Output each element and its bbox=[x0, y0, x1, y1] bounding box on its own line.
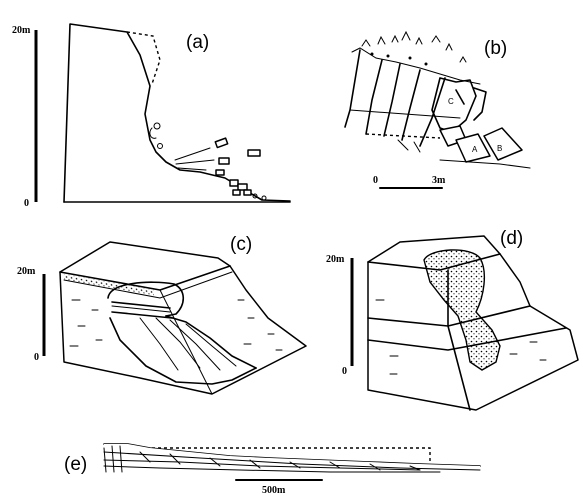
panel-e-scale-bar: 500m bbox=[235, 479, 323, 496]
panel-b-scale-right: 3m bbox=[432, 175, 446, 186]
panel-e: (e) 500m bbox=[64, 443, 481, 496]
panel-a-cliff bbox=[63, 23, 291, 203]
panel-b-vegetation bbox=[361, 30, 467, 66]
panel-c: 20m 0 (c) bbox=[17, 234, 307, 395]
panel-d-scale-bottom: 0 bbox=[342, 366, 347, 377]
panel-e-label: (e) bbox=[64, 454, 87, 475]
panel-c-hatch-marks bbox=[69, 299, 283, 351]
panel-a: 20m 0 (a) bbox=[12, 23, 291, 209]
panel-b-scale-left: 0 bbox=[373, 175, 378, 186]
panel-b-block-b: B bbox=[497, 144, 502, 153]
panel-c-scale-bottom: 0 bbox=[34, 352, 39, 363]
panel-a-rockfall-debris bbox=[174, 137, 267, 201]
panel-b: A B C 0 3m (b) bbox=[344, 30, 531, 189]
panel-a-scale-top: 20m bbox=[12, 25, 31, 36]
panel-d: 20m 0 (d) bbox=[326, 228, 579, 411]
panel-c-scale-top: 20m bbox=[17, 266, 36, 277]
panel-a-scale-bottom: 0 bbox=[24, 198, 29, 209]
panel-d-label: (d) bbox=[500, 228, 523, 249]
panel-c-label: (c) bbox=[230, 234, 252, 255]
panel-b-block-a: A bbox=[472, 145, 478, 154]
panel-a-label: (a) bbox=[186, 32, 209, 53]
panel-b-fallen-blocks: A B C bbox=[439, 97, 531, 169]
panel-a-scale-bar: 20m 0 bbox=[12, 25, 38, 209]
panel-c-slide-scar bbox=[107, 281, 257, 385]
panel-d-scale-bar: 20m 0 bbox=[326, 254, 354, 377]
panel-b-scale-bar: 0 3m bbox=[373, 175, 446, 189]
panel-c-block bbox=[59, 241, 307, 395]
panel-c-scale-bar: 20m 0 bbox=[17, 266, 46, 363]
panel-d-debris-flow bbox=[423, 249, 501, 371]
panel-e-cliff-profile bbox=[103, 443, 481, 474]
panel-d-scale-top: 20m bbox=[326, 254, 345, 265]
panel-b-block-c: C bbox=[448, 97, 454, 106]
panel-b-label: (b) bbox=[484, 38, 507, 59]
panel-b-cliff-blocks bbox=[344, 47, 487, 153]
panel-e-scale: 500m bbox=[262, 485, 286, 496]
